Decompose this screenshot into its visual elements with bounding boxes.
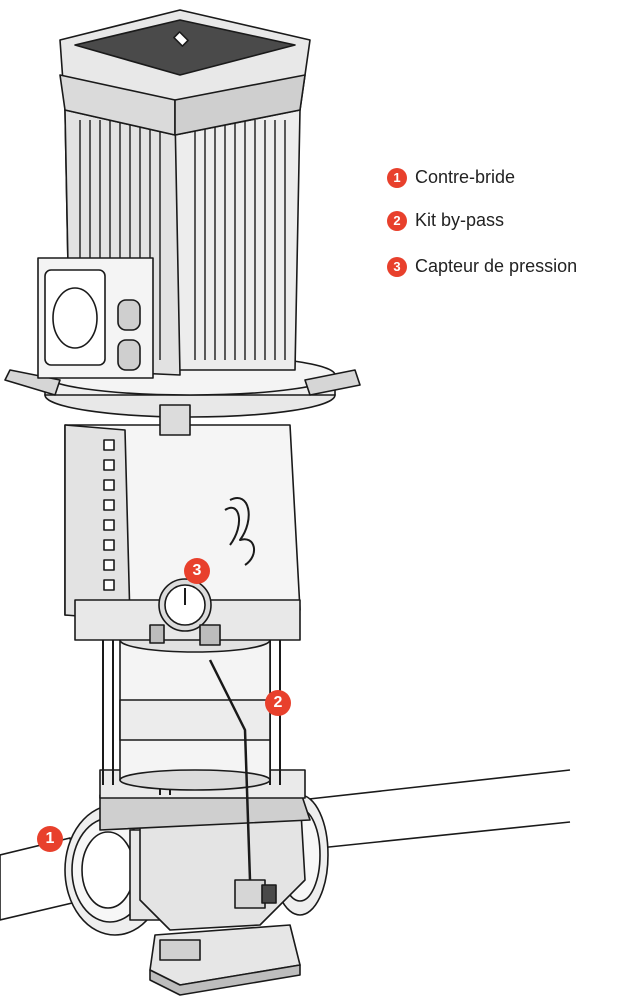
pressure-gauge (149, 578, 221, 646)
motor-fins (79, 120, 286, 360)
legend-number: 3 (387, 256, 407, 277)
callout-counter-flange: 1 (37, 826, 63, 852)
legend-label: Contre-bride (415, 167, 516, 187)
bypass-valve (234, 879, 277, 909)
legend-item: 1 Contre-bride (387, 167, 515, 188)
shroud-slots (103, 439, 115, 591)
legend-label: Kit by-pass (415, 210, 505, 230)
pipe-right (299, 769, 571, 851)
legend-item: 3 Capteur de pression (387, 256, 577, 277)
base-plate (149, 924, 301, 996)
fan-cover (59, 9, 311, 136)
callout-bypass-kit: 2 (265, 690, 291, 716)
legend-number: 1 (387, 167, 407, 188)
legend-item: 2 Kit by-pass (387, 210, 504, 231)
legend-label: Capteur de pression (415, 256, 578, 276)
bypass-pipe (208, 659, 252, 881)
callout-pressure-sensor: 3 (184, 558, 210, 584)
pump-stack (119, 627, 271, 791)
terminal-box (37, 257, 154, 379)
legend-number: 2 (387, 210, 407, 231)
